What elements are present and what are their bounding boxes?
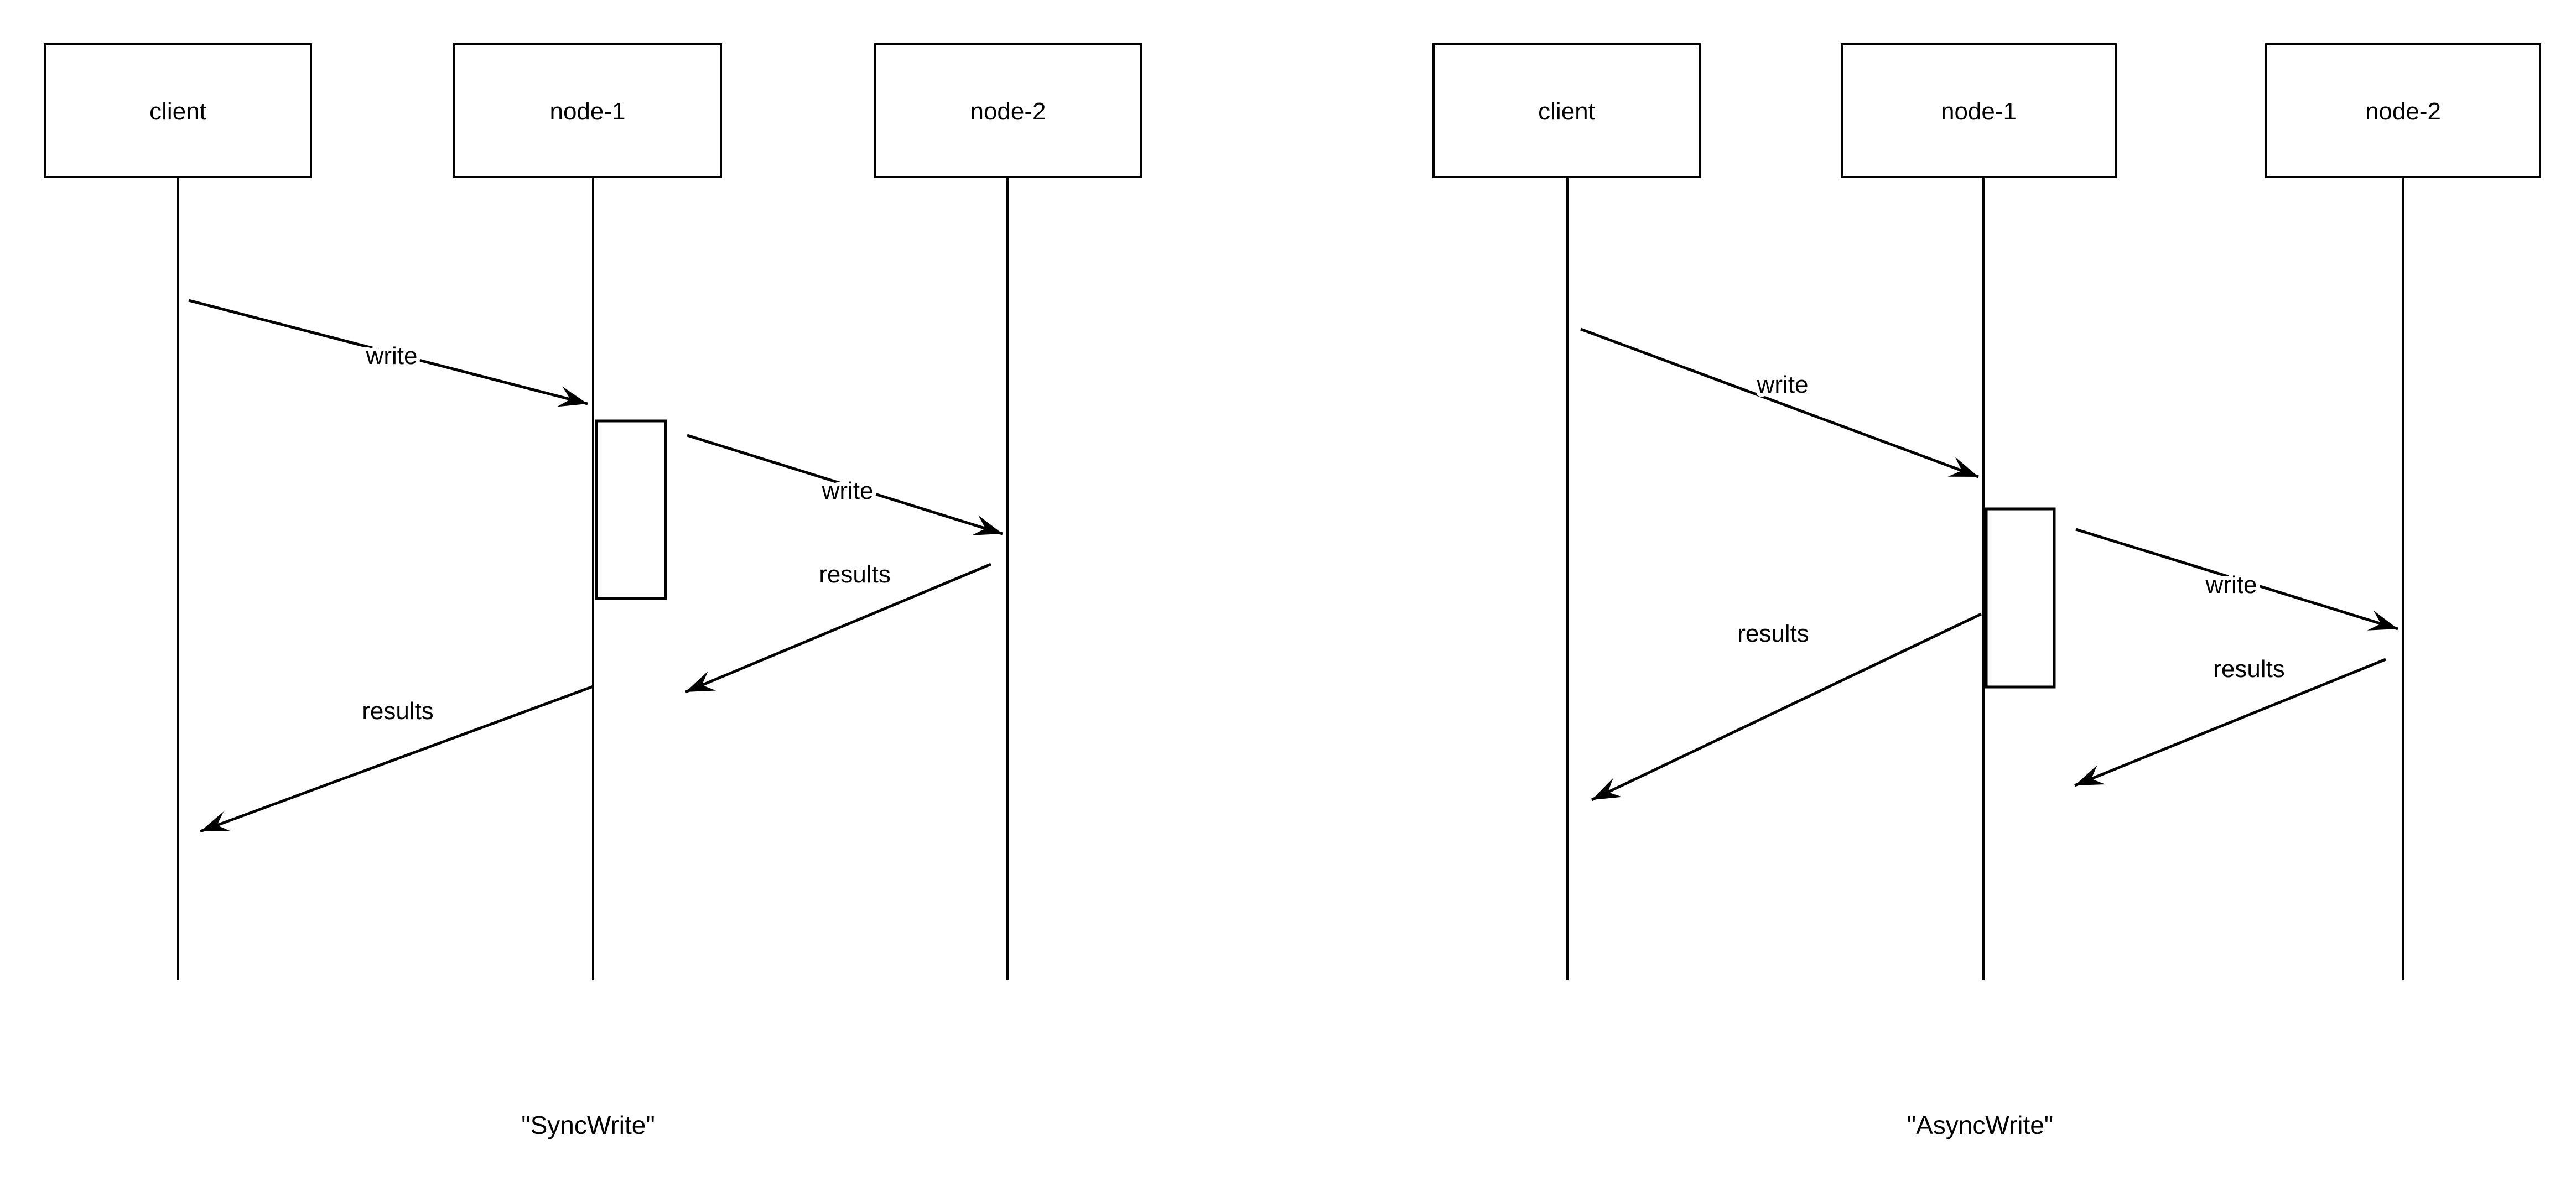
- message-label-halo: results: [2213, 655, 2285, 683]
- message-label: write: [1757, 371, 1809, 398]
- message-label-halo: write: [2205, 571, 2257, 598]
- message-label-halo: results: [362, 698, 434, 725]
- arrow-head-icon: [2075, 764, 2106, 785]
- message-label: write: [2205, 571, 2257, 598]
- message-line: [1591, 612, 1982, 802]
- participant-label-client: client: [149, 98, 206, 125]
- participant-box-client[interactable]: [1432, 43, 1701, 178]
- diagram-caption-async-write: "AsyncWrite": [1907, 1111, 2053, 1139]
- participant-box-node-2[interactable]: [2265, 43, 2541, 178]
- participant-node-2-async-write[interactable]: node-2: [2265, 43, 2541, 980]
- participant-node-2-sync-write[interactable]: node-2: [874, 43, 1142, 980]
- participant-label-node-2: node-2: [2365, 98, 2441, 125]
- participant-box-node-1[interactable]: [1841, 43, 2117, 178]
- message-line: [687, 434, 1003, 535]
- message-label: write: [822, 477, 874, 504]
- participant-client-sync-write[interactable]: client: [44, 43, 312, 980]
- message-label: results: [2213, 655, 2285, 683]
- participant-client-async-write[interactable]: client: [1432, 43, 1701, 980]
- participant-box-client[interactable]: [44, 43, 312, 178]
- arrow-head-icon: [557, 386, 588, 407]
- participant-label-node-1: node-1: [549, 98, 625, 125]
- message-label: write: [366, 342, 418, 369]
- participant-box-node-2[interactable]: [874, 43, 1142, 178]
- arrow-head-icon: [1592, 778, 1623, 800]
- message-label-halo: write: [822, 477, 874, 504]
- arrow-head-icon: [200, 811, 231, 831]
- participant-label-node-1: node-1: [1941, 98, 2017, 125]
- participant-node-1-sync-write[interactable]: node-1: [453, 43, 722, 980]
- participant-label-client: client: [1538, 98, 1595, 125]
- arrow-head-icon: [2367, 610, 2398, 631]
- message-label: results: [1737, 620, 1809, 647]
- participant-box-node-1[interactable]: [453, 43, 722, 178]
- message-line: [188, 299, 588, 405]
- arrow-head-icon: [972, 515, 1003, 535]
- arrow-head-icon: [685, 671, 716, 692]
- message-line: [1580, 327, 1979, 478]
- diagram-caption-sync-write: "SyncWrite": [521, 1111, 655, 1139]
- message-label-halo: results: [1737, 620, 1809, 647]
- participant-label-node-2: node-2: [970, 98, 1046, 125]
- message-line: [685, 563, 991, 694]
- activation-bar-node-1: [595, 419, 667, 600]
- message-label: results: [362, 698, 434, 725]
- message-line: [200, 685, 594, 833]
- message-line: [2074, 658, 2386, 787]
- activation-bar-node-1: [1985, 507, 2056, 689]
- message-label: results: [819, 561, 891, 588]
- message-label-halo: results: [819, 561, 891, 588]
- message-label-halo: write: [1757, 371, 1809, 398]
- arrow-head-icon: [1947, 457, 1978, 477]
- message-line: [2075, 528, 2398, 631]
- message-label-halo: write: [366, 342, 418, 369]
- participant-node-1-async-write[interactable]: node-1: [1841, 43, 2117, 980]
